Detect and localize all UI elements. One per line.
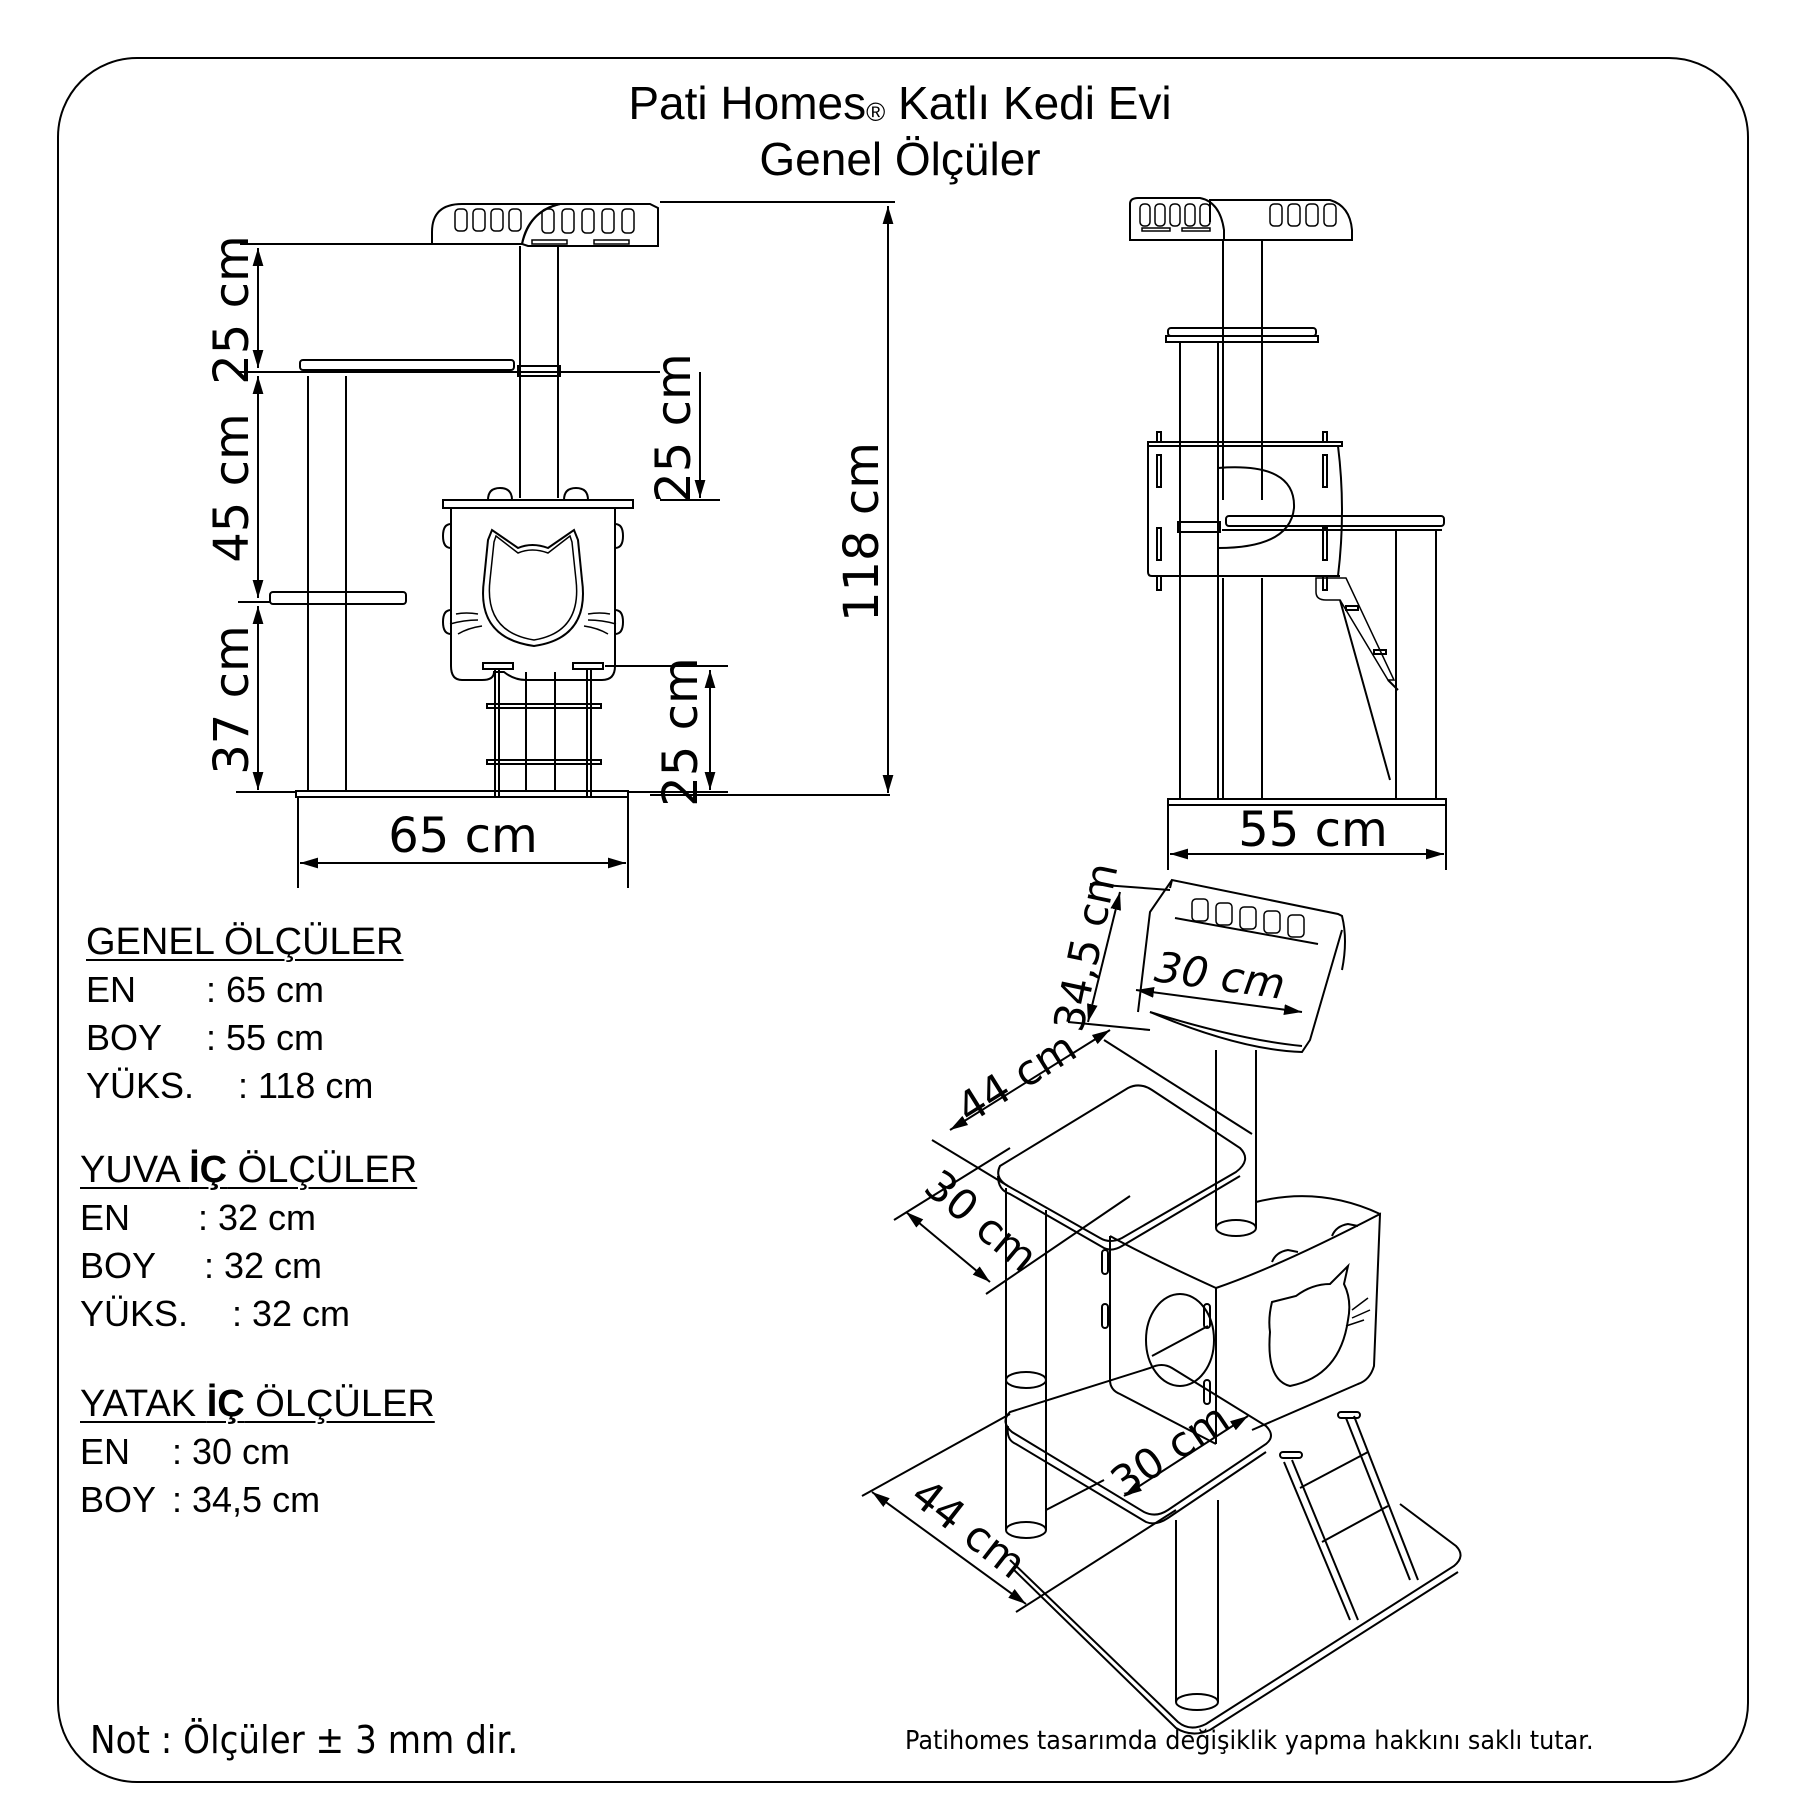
registered-mark: ® [866, 97, 886, 127]
brand-name: Pati Homes [628, 77, 867, 129]
iso-view-dimension-labels: 34,5 cm 30 cm 44 cm 30 cm 30 cm 44 cm [902, 858, 1288, 1588]
front-view-dimension-labels: 25 cm 45 cm 37 cm 25 cm 25 cm 118 cm 65 … [204, 235, 890, 864]
dim-total-height: 118 cm [834, 442, 890, 622]
heading-part: YUVA [80, 1149, 190, 1191]
spec-value: : 118 cm [238, 1065, 374, 1106]
general-dimensions-heading: GENEL ÖLÇÜLER [86, 921, 404, 963]
spec-row: EN : 32 cm [80, 1194, 417, 1242]
title-line-1: Pati Homes® Katlı Kedi Evi [0, 78, 1800, 137]
dim-upper-platform-width: 30 cm [915, 1160, 1047, 1282]
spec-label: BOY [80, 1245, 157, 1286]
nest-inner-dimensions-spec: YUVA İÇ ÖLÇÜLER EN : 32 cm BOY : 32 cm Y… [80, 1146, 417, 1338]
design-change-disclaimer: Patihomes tasarımda değişiklik yapma hak… [905, 1726, 1594, 1756]
title-line-2: Genel Ölçüler [759, 133, 1041, 185]
heading-part: YATAK [80, 1383, 207, 1425]
spec-label: BOY [80, 1479, 157, 1520]
dim-middle-gap: 45 cm [204, 413, 260, 562]
bed-inner-dimensions-spec: YATAK İÇ ÖLÇÜLER EN : 30 cm BOY : 34,5 c… [80, 1380, 435, 1524]
spec-value: : 34,5 cm [172, 1479, 321, 1520]
heading-bold-part: İÇ [206, 1383, 245, 1425]
dim-width: 65 cm [388, 808, 537, 864]
dim-bed-width: 30 cm [1152, 942, 1288, 1009]
spec-label: EN [80, 1431, 131, 1472]
spec-value: : 32 cm [204, 1245, 323, 1286]
heading-part: ÖLÇÜLER [244, 1383, 435, 1425]
spec-row: BOY : 34,5 cm [80, 1476, 435, 1524]
spec-value: : 65 cm [206, 969, 325, 1010]
front-view [236, 201, 895, 888]
spec-label: BOY [86, 1017, 163, 1058]
spec-row: EN : 30 cm [80, 1428, 435, 1476]
spec-value: : 55 cm [206, 1017, 325, 1058]
isometric-view [861, 878, 1462, 1735]
spec-label: EN [86, 969, 137, 1010]
spec-row: YÜKS. : 32 cm [80, 1290, 417, 1338]
spec-value: : 30 cm [172, 1431, 291, 1472]
dim-top-gap: 25 cm [204, 235, 260, 384]
heading-part: ÖLÇÜLER [227, 1149, 418, 1191]
dim-depth: 55 cm [1238, 802, 1387, 858]
spec-row: EN : 65 cm [86, 966, 403, 1014]
spec-row: BOY : 32 cm [80, 1242, 417, 1290]
spec-row: BOY : 55 cm [86, 1014, 403, 1062]
spec-value: : 32 cm [232, 1293, 351, 1334]
side-view [1129, 197, 1447, 870]
dim-house-bottom: 25 cm [653, 657, 709, 806]
dim-lower-platform-width: 30 cm [1102, 1393, 1238, 1507]
product-name: Katlı Kedi Evi [885, 77, 1172, 129]
spec-row: YÜKS. : 118 cm [86, 1062, 403, 1110]
dim-bed-depth: 34,5 cm [1044, 858, 1127, 1035]
nest-inner-dimensions-heading: YUVA İÇ ÖLÇÜLER [80, 1146, 417, 1194]
bed-inner-dimensions-heading: YATAK İÇ ÖLÇÜLER [80, 1380, 435, 1428]
dim-upper-platform-length: 44 cm [948, 1022, 1085, 1133]
dim-bottom-gap: 37 cm [204, 625, 260, 774]
drawing-frame [57, 57, 1749, 1783]
spec-label: EN [80, 1197, 131, 1238]
spec-value: : 32 cm [198, 1197, 317, 1238]
spec-label: YÜKS. [80, 1293, 189, 1334]
dim-post-to-house: 25 cm [646, 353, 702, 502]
tolerance-note: Not : Ölçüler ± 3 mm dir. [90, 1718, 519, 1762]
heading-bold-part: İÇ [189, 1149, 228, 1191]
spec-label: YÜKS. [86, 1065, 195, 1106]
general-dimensions-spec: GENEL ÖLÇÜLER EN : 65 cm BOY : 55 cm YÜK… [86, 918, 403, 1110]
